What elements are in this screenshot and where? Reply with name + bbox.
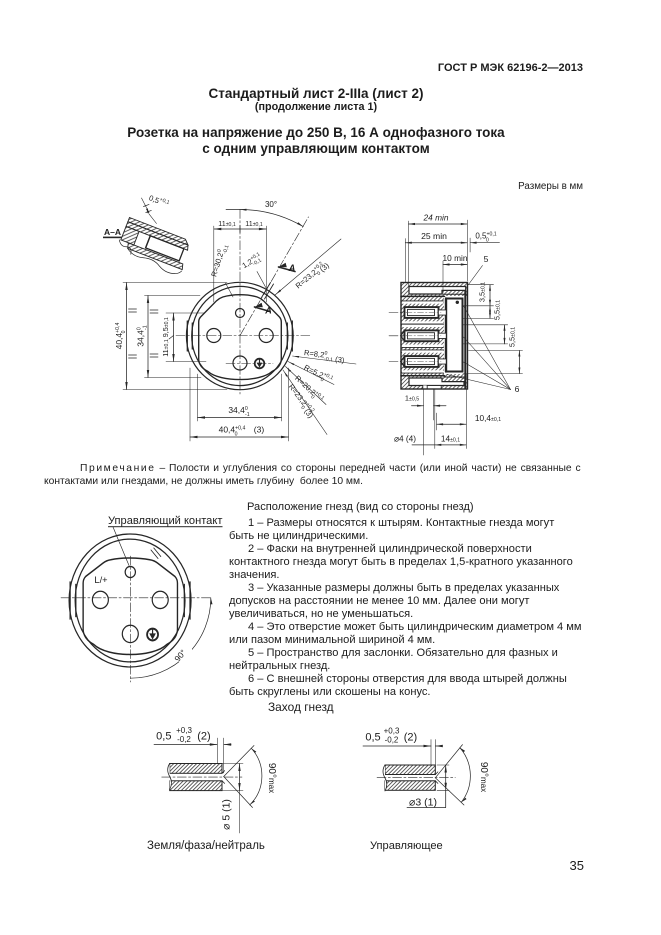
svg-text:⌀3 (1): ⌀3 (1) (409, 797, 437, 809)
svg-text:0,5+0,1: 0,5+0,1 (148, 193, 171, 209)
svg-text:-0,2: -0,2 (385, 736, 399, 745)
svg-text:34,40-1: 34,40-1 (228, 405, 249, 418)
svg-text:30°: 30° (265, 200, 277, 209)
svg-text:11±0,1: 11±0,1 (218, 219, 236, 228)
svg-text:+0,3: +0,3 (176, 726, 192, 735)
svg-text:0,5+0,10: 0,5+0,10 (475, 231, 496, 243)
svg-text:⌀4 (4): ⌀4 (4) (394, 434, 416, 444)
svg-text:+0,3: +0,3 (384, 727, 400, 736)
svg-text:90°max: 90°max (478, 762, 489, 792)
svg-text:L/+: L/+ (94, 575, 107, 585)
svg-text:5,5±0,1: 5,5±0,1 (508, 327, 517, 347)
svg-text:1,2+0,1-0,1: 1,2+0,1-0,1 (240, 251, 264, 272)
svg-text:⌀ 5 (1): ⌀ 5 (1) (221, 799, 233, 830)
svg-text:R=30,20-0,1: R=30,20-0,1 (209, 243, 230, 279)
svg-text:А: А (288, 263, 296, 273)
svg-text:10 min: 10 min (443, 253, 468, 263)
svg-text:1±0,5: 1±0,5 (405, 394, 419, 403)
svg-text:5: 5 (484, 254, 489, 264)
svg-text:3,5±0,1: 3,5±0,1 (478, 282, 487, 302)
svg-text:24 min: 24 min (423, 213, 449, 223)
svg-text:6: 6 (515, 384, 520, 394)
svg-text:40,4+0,40: 40,4+0,40 (219, 425, 246, 438)
svg-text:(2): (2) (404, 732, 417, 744)
svg-text:0,5: 0,5 (365, 732, 380, 744)
svg-text:11±0,1 9,5±0,1: 11±0,1 9,5±0,1 (161, 317, 170, 357)
svg-text:10,4±0,1: 10,4±0,1 (475, 413, 501, 423)
svg-text:5,5±0,1: 5,5±0,1 (493, 300, 502, 320)
svg-text:25 min: 25 min (421, 231, 447, 241)
svg-text:А: А (264, 306, 272, 316)
svg-text:(3): (3) (254, 425, 265, 435)
svg-text:R=8,20-0,1 (3): R=8,20-0,1 (3) (303, 348, 346, 365)
svg-text:14±0,1: 14±0,1 (441, 434, 460, 444)
svg-text:0,5: 0,5 (156, 731, 171, 743)
svg-text:-0,2: -0,2 (177, 735, 191, 744)
svg-text:А–А: А–А (104, 227, 121, 237)
svg-text:90°max: 90°max (266, 763, 277, 793)
svg-text:11±0,1: 11±0,1 (245, 219, 263, 228)
svg-text:40,4+0,40: 40,4+0,40 (114, 322, 127, 349)
svg-text:(2): (2) (197, 731, 210, 743)
svg-text:34,40-1: 34,40-1 (136, 325, 149, 346)
